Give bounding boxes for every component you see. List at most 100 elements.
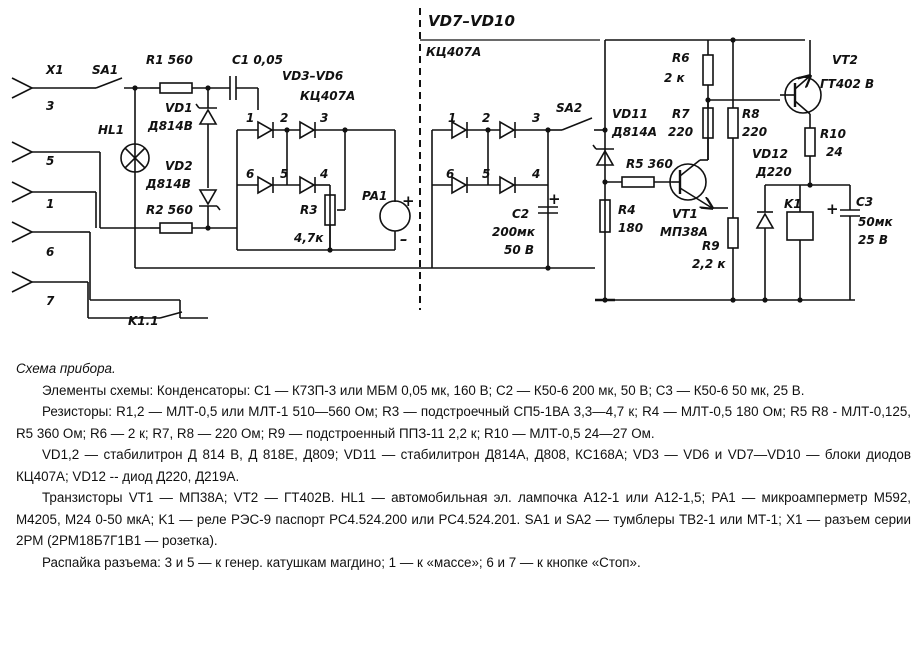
- trimmer-r9: [727, 217, 739, 249]
- label-c2: C2: [512, 207, 529, 221]
- label-c3-value1: 50мк: [858, 215, 894, 229]
- label-pa1-minus: –: [400, 230, 408, 248]
- label-vt1-type: МП38А: [660, 225, 708, 239]
- label-r6-value: 2 к: [664, 71, 686, 85]
- diode-bridge-vd7-vd10: [420, 120, 595, 269]
- label-pin-1: 1: [46, 197, 54, 211]
- label-r5: R5 360: [626, 157, 673, 171]
- label-x1: X1: [45, 63, 64, 77]
- caption-title: Схема прибора.: [16, 361, 116, 376]
- trimmer-r3: [324, 130, 346, 250]
- meter-pa1: [330, 129, 411, 251]
- label-r9-value: 2,2 к: [692, 257, 726, 271]
- label-bridge2-pin-5: 5: [482, 167, 490, 181]
- zener-vd1-vd2: [195, 88, 221, 228]
- label-vd3-vd6-type: КЦ407А: [300, 89, 355, 103]
- resistor-r1: [150, 82, 230, 94]
- capacitor-c2: [538, 206, 558, 214]
- label-pin-5: 5: [46, 154, 54, 168]
- label-c2-plus: +: [548, 190, 561, 208]
- label-bridge2-pin-4: 4: [531, 167, 540, 181]
- label-c2-value2: 50 В: [504, 243, 534, 257]
- label-vt2: VT2: [832, 53, 858, 67]
- label-bridge2-pin-3: 3: [532, 111, 540, 125]
- resistor-r2: [150, 222, 237, 234]
- resistor-r8: [727, 107, 739, 139]
- label-vd2-type: Д814В: [145, 177, 191, 191]
- label-pin-7: 7: [46, 294, 55, 308]
- connector-x1: [11, 77, 80, 293]
- label-bridge1-pin-1: 1: [246, 111, 254, 125]
- label-sa1: SA1: [92, 63, 118, 77]
- label-vd12-type: Д220: [755, 165, 792, 179]
- switch-sa2: [548, 117, 605, 131]
- label-k1-1: K1.1: [128, 314, 159, 328]
- label-r4: R4: [618, 203, 636, 217]
- label-vd7-vd10: VD7–VD10: [428, 12, 515, 30]
- label-vt2-type: ГТ402 В: [820, 77, 874, 91]
- label-vd2: VD2: [165, 159, 193, 173]
- diode-vd12: [755, 185, 775, 300]
- label-pin-3: 3: [46, 99, 54, 113]
- caption-capacitors: Элементы схемы: Конденсаторы: C1 — К73П-…: [42, 382, 805, 398]
- zener-vd11: [592, 144, 615, 166]
- label-vt1: VT1: [672, 207, 698, 221]
- capacitor-c1: [229, 76, 259, 110]
- resistor-r6: [702, 54, 714, 86]
- label-r7-value: 220: [668, 125, 693, 139]
- caption: Схема прибора. Элементы схемы: Конденсат…: [16, 358, 911, 573]
- caption-resistors: Резисторы: R1,2 — МЛТ-0,5 или МЛТ-1 510—…: [16, 404, 911, 441]
- label-vd1-type: Д814В: [147, 119, 193, 133]
- label-k1: K1: [784, 197, 802, 211]
- caption-transistors: Транзисторы VT1 — МП38А; VT2 — ГТ402В. H…: [16, 490, 911, 548]
- label-vd3-vd6: VD3–VD6: [282, 69, 343, 83]
- label-vd11: VD11: [612, 107, 648, 121]
- label-pin-6: 6: [46, 245, 54, 259]
- label-c3: C3: [856, 195, 873, 209]
- capacitor-c3: [840, 185, 860, 300]
- lamp-hl1: [120, 143, 150, 173]
- label-c1: C1 0,05: [232, 53, 283, 67]
- label-vd7-vd10-type: КЦ407А: [426, 45, 481, 59]
- label-r4-value: 180: [618, 221, 643, 235]
- relay-contact-k1-1: [159, 299, 208, 319]
- label-r8: R8: [742, 107, 760, 121]
- label-r10: R10: [820, 127, 846, 141]
- label-r10-value: 24: [826, 145, 843, 159]
- relay-k1: [786, 185, 814, 300]
- label-pa1: PA1: [362, 189, 387, 203]
- label-r9: R9: [702, 239, 720, 253]
- resistor-r4: [599, 199, 611, 233]
- transistor-vt2: [780, 40, 822, 128]
- label-pa1-plus: +: [402, 192, 415, 210]
- caption-diodes: VD1,2 — стабилитрон Д 814 В, Д 818Е, Д80…: [16, 447, 911, 484]
- diode-bridge-vd3-vd6: [236, 120, 345, 251]
- circuit-schematic: X1 3 5 1 6 7 SA1 R1 560 C1 0,05 VD3–VD6 …: [11, 8, 894, 328]
- switch-sa1: [80, 77, 150, 89]
- label-sa2: SA2: [556, 101, 582, 115]
- label-bridge1-pin-3: 3: [320, 111, 328, 125]
- label-c3-value2: 25 В: [858, 233, 888, 247]
- label-bridge1-pin-2: 2: [280, 111, 288, 125]
- label-r8-value: 220: [742, 125, 767, 139]
- label-bridge1-pin-6: 6: [246, 167, 254, 181]
- label-vd1: VD1: [165, 101, 193, 115]
- label-vd11-type: Д814А: [611, 125, 657, 139]
- label-hl1: HL1: [98, 123, 124, 137]
- label-bridge1-pin-4: 4: [319, 167, 328, 181]
- label-r6: R6: [672, 51, 690, 65]
- caption-connector-wiring: Распайка разъема: 3 и 5 — к генер. катуш…: [42, 554, 641, 570]
- label-r3: R3: [300, 203, 318, 217]
- label-r1: R1 560: [146, 53, 193, 67]
- resistor-r10: [804, 127, 816, 157]
- label-bridge1-pin-5: 5: [280, 167, 288, 181]
- label-bridge2-pin-2: 2: [482, 111, 490, 125]
- label-r7: R7: [672, 107, 690, 121]
- label-vd12: VD12: [752, 147, 788, 161]
- label-c2-value1: 200мк: [492, 225, 536, 239]
- label-c3-plus: +: [826, 200, 839, 218]
- resistor-r5: [605, 176, 672, 188]
- label-bridge2-pin-1: 1: [448, 111, 456, 125]
- label-bridge2-pin-6: 6: [446, 167, 454, 181]
